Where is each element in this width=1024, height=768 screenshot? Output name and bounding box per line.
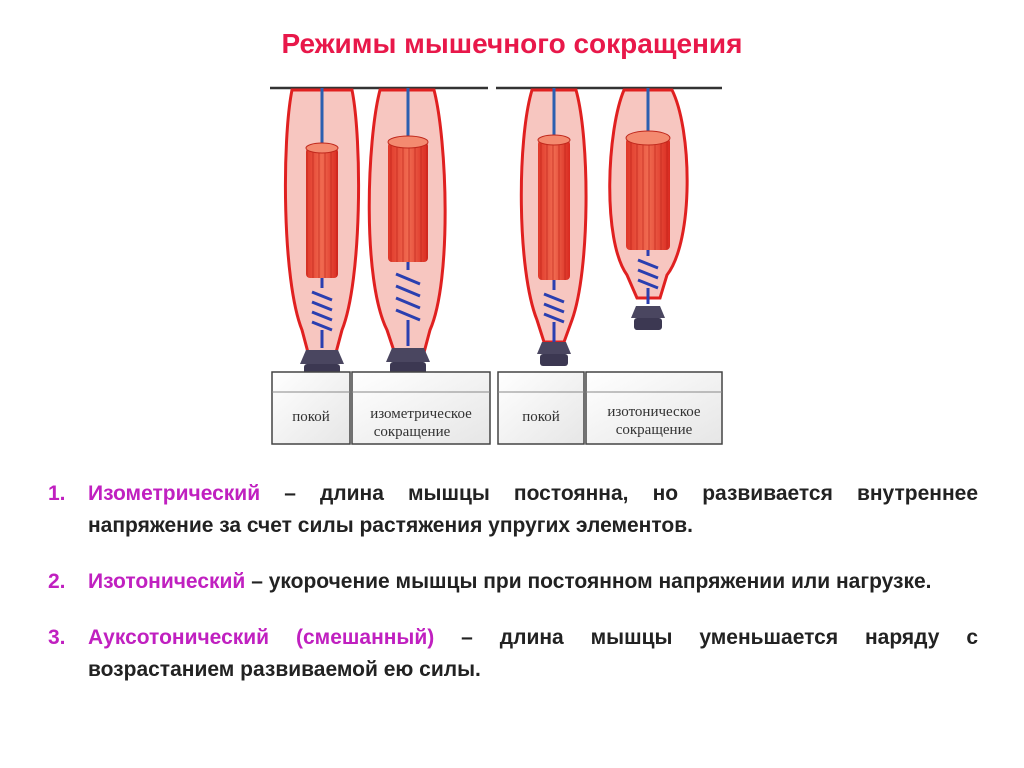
label-rest-1: покой — [292, 409, 330, 425]
label-isotonic-line1: изотоническое — [607, 404, 701, 420]
item-number: 2. — [48, 570, 66, 593]
list-item: 3. Ауксотонический (смешанный) – длина м… — [48, 622, 978, 686]
stand-boxes — [271, 371, 723, 445]
item-term: Ауксотонический (смешанный) — [88, 626, 435, 649]
muscle-rest-1 — [283, 88, 361, 378]
list-item: 2. Изотонический – укорочение мышцы при … — [48, 566, 978, 598]
muscle-isometric — [367, 88, 447, 376]
page-title: Режимы мышечного сокращения — [281, 28, 743, 59]
label-isotonic-line2: сокращение — [616, 422, 693, 438]
item-term: Изометрический — [88, 482, 261, 505]
label-rest-2: покой — [522, 409, 560, 425]
item-text: – длина мышцы уменьшается наряду с возра… — [88, 626, 979, 681]
item-term: Изотонический — [88, 570, 246, 593]
muscle-rest-2 — [519, 88, 588, 366]
contraction-modes-list: 1. Изометрический – длина мышцы постоянн… — [48, 478, 978, 710]
label-isometric-line2: сокращение — [374, 424, 451, 440]
item-text: – укорочение мышцы при постоянном напряж… — [245, 570, 932, 593]
muscle-isotonic — [608, 88, 689, 330]
item-number: 3. — [48, 626, 66, 649]
item-number: 1. — [48, 482, 66, 505]
label-isometric-line1: изометрическое — [370, 406, 472, 422]
list-item: 1. Изометрический – длина мышцы постоянн… — [48, 478, 978, 542]
muscle-contraction-diagram: покой изометрическое сокращение покой из… — [270, 86, 723, 445]
item-text: – длина мышцы постоянна, но развивается … — [88, 482, 978, 537]
